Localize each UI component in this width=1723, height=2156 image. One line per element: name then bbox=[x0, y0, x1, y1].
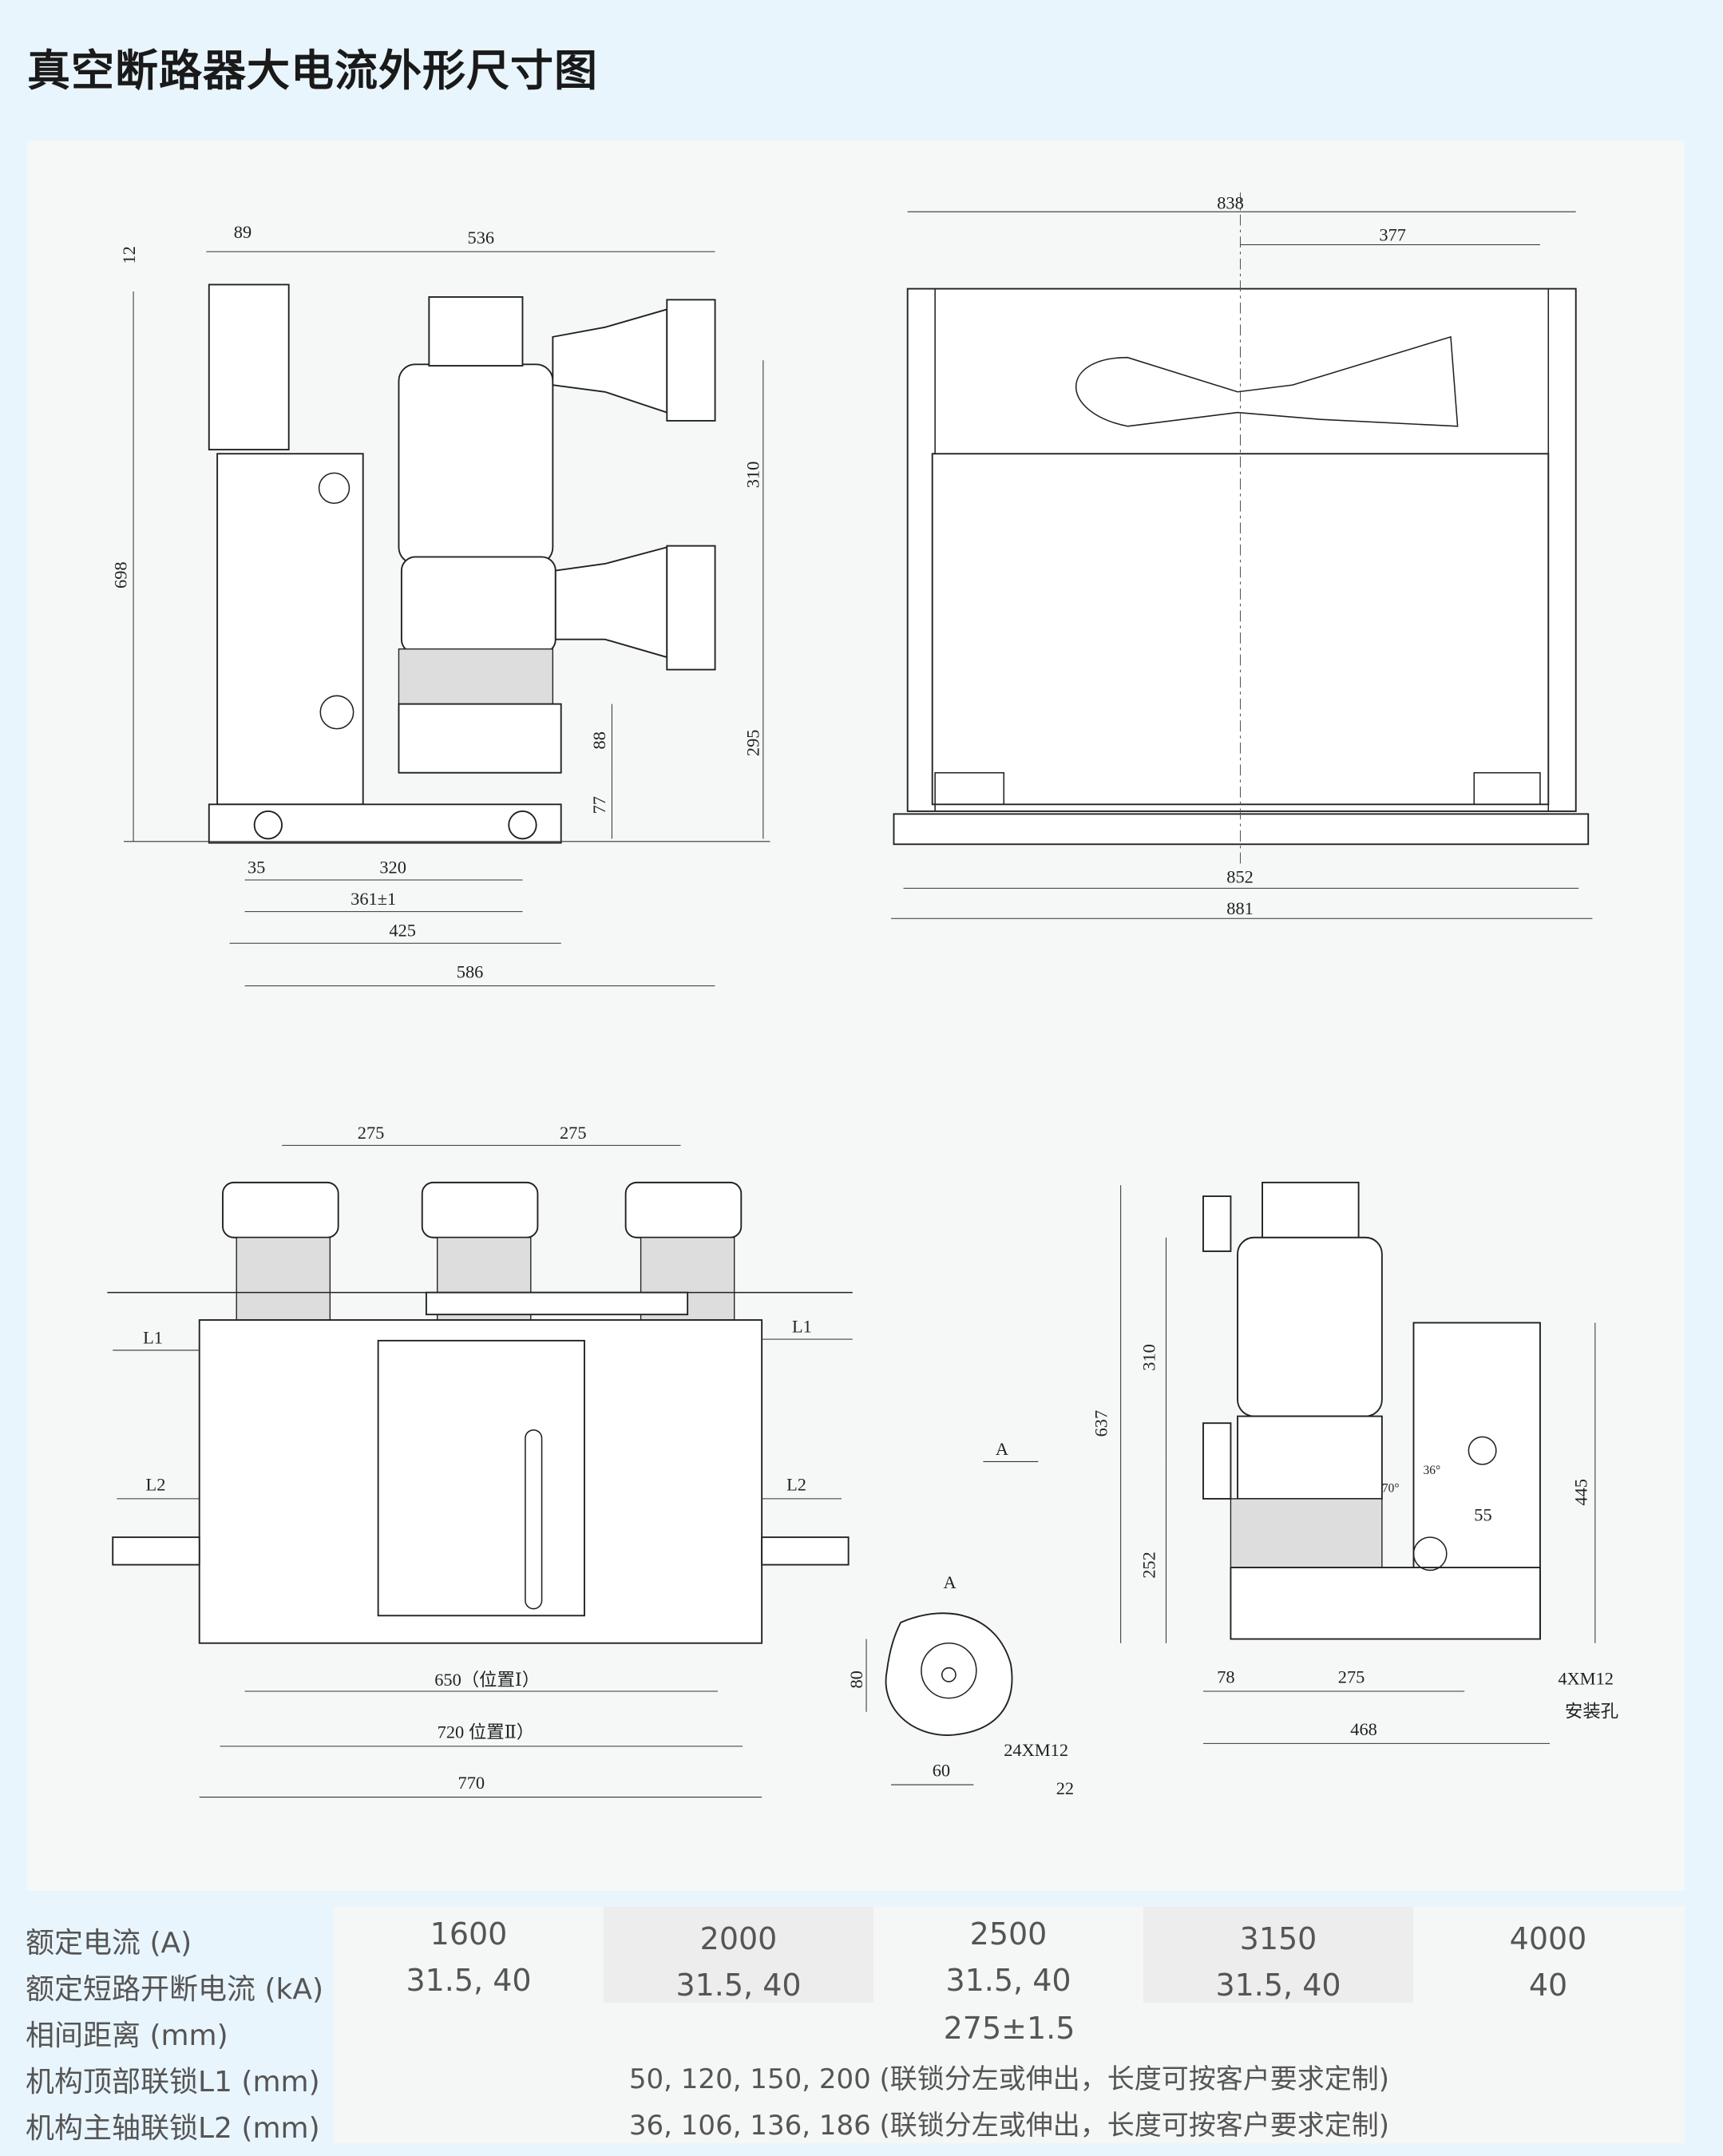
dim-label: 310 bbox=[1139, 1344, 1159, 1371]
dim-label: 468 bbox=[1350, 1719, 1377, 1739]
rated-current: 3150 bbox=[1239, 1921, 1317, 1956]
breaking-current: 40 bbox=[1528, 1968, 1568, 2003]
dim-label: 586 bbox=[457, 961, 484, 981]
dim-label: 88 bbox=[589, 731, 609, 749]
dim-label: 425 bbox=[389, 921, 416, 941]
spec-values: 1600 2000 2500 3150 4000 31.5, 40 31.5, … bbox=[334, 1907, 1685, 2143]
row-label: 机构主轴联锁L2 (mm) bbox=[26, 2112, 320, 2145]
top-view: 838 377 852 881 bbox=[891, 192, 1593, 919]
dim-label: 22 bbox=[1056, 1778, 1074, 1798]
dim-label: 881 bbox=[1226, 898, 1254, 918]
dim-label: 77 bbox=[589, 796, 609, 814]
breaking-current: 31.5, 40 bbox=[406, 1963, 532, 1998]
l2-values: 36, 106, 136, 186 (联锁分左或伸出，长度可按客户要求定制) bbox=[628, 2110, 1390, 2142]
rated-current: 2500 bbox=[969, 1916, 1048, 1952]
dim-label: 310 bbox=[743, 462, 763, 489]
dim-label: 295 bbox=[743, 730, 763, 757]
dim-label: 4XM12 bbox=[1558, 1668, 1614, 1688]
dim-label: L2 bbox=[786, 1475, 806, 1495]
breaking-current: 31.5, 40 bbox=[945, 1963, 1071, 1998]
front-view: 275 275 L1 L1 L2 L2 650（位置Ⅰ） 720 位置Ⅱ） 77… bbox=[107, 1123, 1039, 1798]
dim-label: 445 bbox=[1571, 1479, 1590, 1506]
dim-label: 12 bbox=[119, 246, 139, 264]
dim-label: L1 bbox=[143, 1327, 163, 1347]
dim-label: 698 bbox=[110, 561, 130, 589]
dim-label: 536 bbox=[468, 228, 495, 248]
dim-label: A bbox=[996, 1439, 1008, 1459]
right-view: 637 310 252 445 70° 36° 55 78 275 468 4X… bbox=[1091, 1181, 1618, 1744]
dim-label: 252 bbox=[1139, 1552, 1159, 1579]
dim-label: A bbox=[943, 1572, 956, 1592]
dim-label: L1 bbox=[792, 1317, 812, 1337]
page-title: 真空断路器大电流外形尺寸图 bbox=[27, 46, 598, 96]
row-label: 额定短路开断电流 (kA) bbox=[26, 1973, 324, 2006]
rated-current: 1600 bbox=[430, 1916, 508, 1952]
dim-label: 35 bbox=[248, 857, 265, 877]
dim-label: 70° bbox=[1382, 1481, 1400, 1495]
breaking-current: 31.5, 40 bbox=[1215, 1968, 1341, 2003]
row-label: 相间距离 (mm) bbox=[26, 2019, 228, 2052]
row-label: 机构顶部联锁L1 (mm) bbox=[26, 2066, 320, 2099]
rated-current: 4000 bbox=[1509, 1921, 1587, 1956]
dim-label: 650（位置Ⅰ） bbox=[434, 1670, 540, 1690]
dim-label: 275 bbox=[358, 1123, 385, 1143]
rated-current: 2000 bbox=[699, 1921, 778, 1956]
dim-label: 78 bbox=[1217, 1667, 1234, 1687]
dim-label: 89 bbox=[234, 222, 252, 242]
dim-label: 838 bbox=[1217, 193, 1244, 213]
dim-label: 安装孔 bbox=[1565, 1702, 1618, 1722]
dim-label: 320 bbox=[379, 857, 406, 877]
dim-label: 361±1 bbox=[351, 889, 396, 909]
dim-label: 80 bbox=[846, 1671, 866, 1688]
row-label: 额定电流 (A) bbox=[26, 1927, 192, 1960]
side-view: 12 89 536 698 310 295 88 77 35 320 361±1… bbox=[110, 222, 770, 987]
dim-label: 720 位置Ⅱ） bbox=[438, 1722, 535, 1742]
l1-values: 50, 120, 150, 200 (联锁分左或伸出，长度可按客户要求定制) bbox=[628, 2063, 1390, 2095]
dim-label: 637 bbox=[1091, 1410, 1111, 1437]
dim-label: 275 bbox=[560, 1123, 587, 1143]
dim-label: 275 bbox=[1338, 1667, 1365, 1687]
phase-distance: 275±1.5 bbox=[943, 2011, 1075, 2046]
dim-label: 36° bbox=[1424, 1464, 1441, 1477]
dim-label: 377 bbox=[1379, 224, 1406, 244]
dim-label: 60 bbox=[933, 1761, 950, 1781]
breaking-current: 31.5, 40 bbox=[675, 1968, 802, 2003]
dim-label: 55 bbox=[1474, 1504, 1491, 1524]
dim-label: L2 bbox=[146, 1475, 166, 1495]
dim-label: 770 bbox=[458, 1773, 485, 1793]
detail-a: A 80 60 24XM12 22 bbox=[846, 1572, 1074, 1798]
spec-table: 额定电流 (A) 额定短路开断电流 (kA) 相间距离 (mm) 机构顶部联锁L… bbox=[0, 1907, 1723, 2146]
dim-label: 852 bbox=[1226, 866, 1254, 886]
dim-label: 24XM12 bbox=[1004, 1740, 1068, 1760]
